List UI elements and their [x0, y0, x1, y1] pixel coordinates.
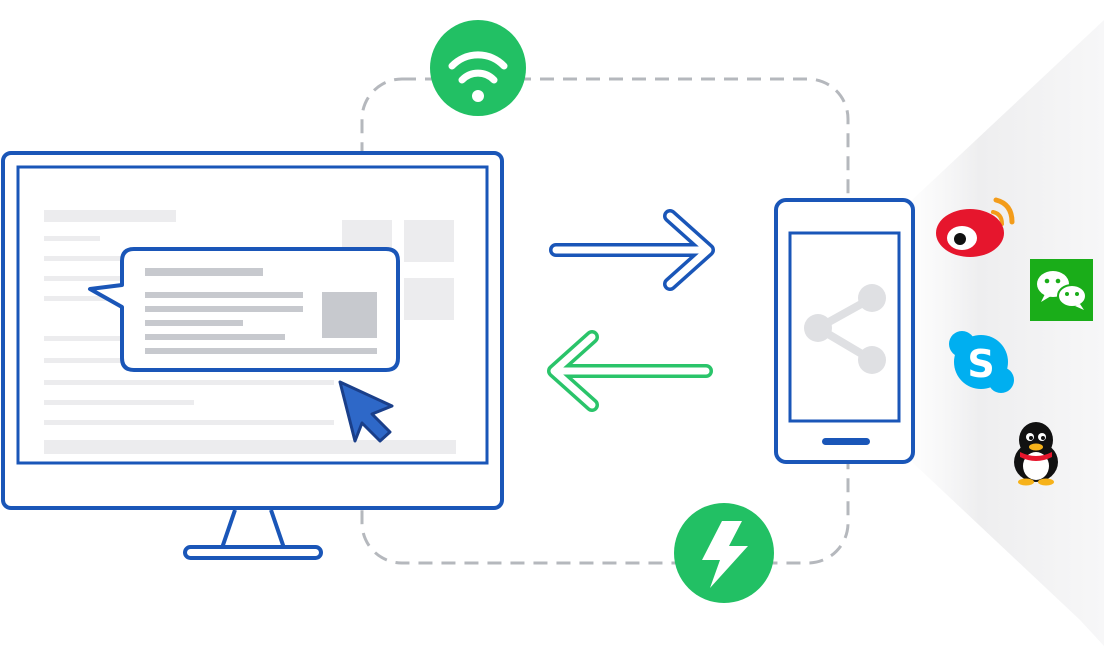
cursor-icon — [338, 380, 394, 443]
arrow-left-icon — [547, 330, 713, 412]
svg-text:S: S — [967, 342, 994, 386]
weibo-icon — [936, 197, 1015, 257]
share-icon — [804, 284, 886, 374]
desktop-monitor — [1, 151, 504, 560]
lightning-icon — [674, 503, 774, 603]
qq-icon — [1014, 422, 1058, 486]
skype-icon: S — [949, 331, 1014, 393]
smartphone — [774, 198, 915, 464]
wifi-icon — [430, 20, 526, 116]
share-beam — [912, 20, 1104, 646]
arrow-right-icon — [549, 209, 715, 291]
wechat-icon — [1030, 259, 1093, 321]
share-popup-bubble — [88, 247, 400, 372]
